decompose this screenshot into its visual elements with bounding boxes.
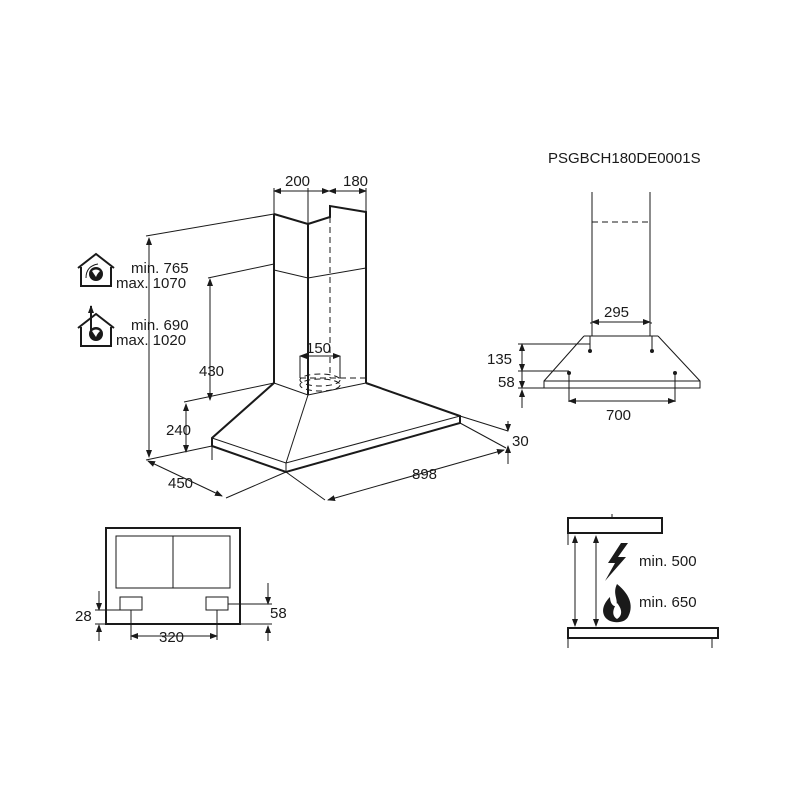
- lightning-icon: [605, 543, 628, 581]
- cooktop-surface: [567, 627, 719, 639]
- dim-bottom-width: 700: [606, 407, 631, 424]
- recirculation-mode-icon: [77, 252, 115, 287]
- extraction-max: max. 1020: [116, 332, 186, 349]
- model-code: PSGBCH180DE0001S: [548, 150, 701, 167]
- dim-filter-edge: 30: [512, 433, 529, 450]
- dim-width: 898: [412, 466, 437, 483]
- dim-hole-offset: 135: [487, 351, 512, 368]
- canopy-front-edge: [211, 415, 461, 464]
- dim-chimney-width: 200: [285, 173, 310, 190]
- recirculation-mode: min. 765 max. 1070: [77, 252, 189, 292]
- dim-left-offset: 28: [75, 608, 92, 625]
- dim-spacing: 320: [159, 629, 184, 646]
- dim-outlet-diameter: 150: [306, 340, 331, 357]
- extraction-mode-icon: [77, 305, 115, 347]
- outlet-ellipse-bottom: [299, 378, 341, 392]
- dim-chimney-height: 430: [199, 363, 224, 380]
- extraction-mode: min. 690 max. 1020: [77, 305, 189, 349]
- electric-clearance: min. 500: [639, 553, 697, 570]
- mount-slot-right: [205, 596, 229, 611]
- flame-icon: [603, 584, 631, 623]
- dim-chimney-depth: 180: [343, 173, 368, 190]
- recirculation-min: min. 765: [131, 260, 189, 277]
- hood-side-view: 295 135 58 700: [487, 192, 701, 424]
- hood-perspective-view: 200 180 150 430 240 450 898 30: [145, 173, 529, 501]
- canopy-outline: [211, 382, 461, 474]
- bottom-outline: [105, 527, 241, 625]
- side-canopy-outline: [543, 335, 701, 389]
- hood-bottom-edge: [567, 517, 663, 534]
- hood-bottom-view: 28 320 58: [75, 527, 287, 646]
- canopy-top-edge: [273, 382, 367, 396]
- mount-slot-left: [119, 596, 143, 611]
- canopy-ridge: [285, 394, 309, 464]
- chimney-front-face: [273, 213, 309, 395]
- gas-clearance: min. 650: [639, 594, 697, 611]
- chimney-joint: [273, 267, 367, 279]
- dim-depth: 450: [168, 475, 193, 492]
- dim-canopy-height: 240: [166, 422, 191, 439]
- extraction-min: min. 690: [131, 317, 189, 334]
- recirculation-max: max. 1070: [116, 275, 186, 292]
- chimney-right-face: [307, 204, 367, 383]
- dim-edge-height: 58: [498, 374, 515, 391]
- dim-top-width: 295: [604, 304, 629, 321]
- cooktop-clearance-view: min. 500 min. 650: [567, 514, 719, 648]
- outlet-ellipse-top: [299, 373, 341, 387]
- dim-right-offset: 58: [270, 605, 287, 622]
